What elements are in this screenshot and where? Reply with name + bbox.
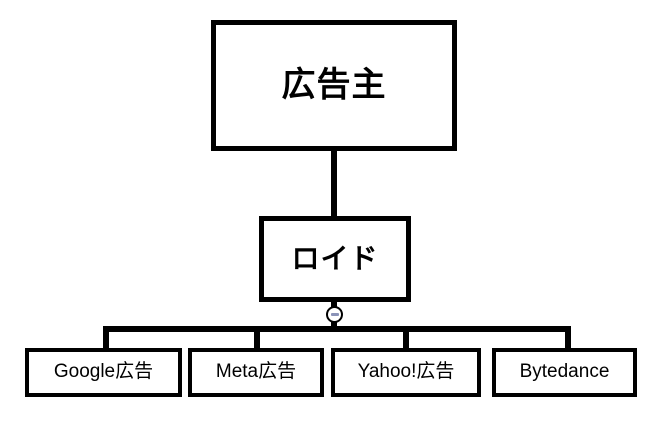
collapse-toggle-button[interactable] xyxy=(326,306,343,323)
node-leaf-label: Meta広告 xyxy=(215,361,297,383)
minus-icon xyxy=(330,313,339,316)
node-leaf-yahoo-ads[interactable]: Yahoo!広告 xyxy=(331,348,481,397)
node-leaf-bytedance[interactable]: Bytedance xyxy=(492,348,637,397)
node-leaf-meta-ads[interactable]: Meta広告 xyxy=(188,348,324,397)
edge-drop-to-leaf-0 xyxy=(103,326,109,349)
node-leaf-google-ads[interactable]: Google広告 xyxy=(25,348,182,397)
node-root-advertiser[interactable]: 広告主 xyxy=(211,20,457,151)
node-root-label: 広告主 xyxy=(281,65,387,104)
edge-drop-to-leaf-1 xyxy=(254,326,260,349)
edge-drop-to-leaf-3 xyxy=(565,326,571,349)
node-middle-roido[interactable]: ロイド xyxy=(259,216,411,302)
node-leaf-label: Bytedance xyxy=(519,361,610,383)
node-middle-label: ロイド xyxy=(291,242,379,274)
edge-drop-to-leaf-2 xyxy=(403,326,409,349)
node-leaf-label: Google広告 xyxy=(53,361,154,383)
edge-root-to-middle xyxy=(331,150,337,217)
edge-horizontal-bus xyxy=(103,326,571,332)
node-leaf-label: Yahoo!広告 xyxy=(357,361,455,383)
